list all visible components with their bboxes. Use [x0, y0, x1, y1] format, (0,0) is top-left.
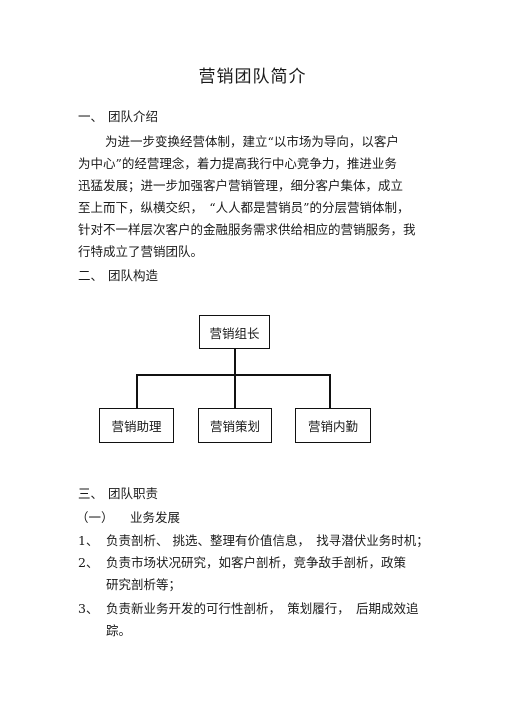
intro-line-4: 至上而下，纵横交织， “人人都是营销员”的分层营销体制， — [78, 200, 410, 215]
org-connector-root — [234, 349, 236, 375]
org-connector-left — [136, 374, 138, 409]
section-1-number: 一、 — [78, 109, 104, 124]
duty-3-line-1: 负责新业务开发的可行性剖析， 策划履行， 后期成效追 — [106, 601, 419, 616]
org-root-box: 营销组长 — [199, 315, 270, 349]
subsection-number: （一） — [76, 510, 114, 525]
duty-2-number: 2、 — [78, 555, 99, 570]
duty-1-line-1: 负责剖析、 挑选、整理有价值信息， 找寻潜伏业务时机； — [106, 533, 429, 548]
duty-3-line-2: 踪。 — [106, 623, 132, 638]
org-connector-horizontal — [136, 374, 330, 376]
intro-line-3: 迅猛发展；进一步加强客户营销管理，细分客户集体，成立 — [78, 178, 404, 193]
section-3-number: 三、 — [78, 486, 104, 501]
org-child-box-2: 营销策划 — [198, 408, 272, 443]
duty-2-line-1: 负责市场状况研究，如客户剖析，竞争敌手剖析，政策 — [106, 555, 407, 570]
page-title: 营销团队简介 — [198, 67, 307, 87]
duty-2-line-2: 研究剖析等； — [106, 577, 182, 592]
section-3-heading: 团队职责 — [108, 486, 159, 501]
section-2-heading: 团队构造 — [108, 268, 159, 283]
duty-3-number: 3、 — [78, 601, 99, 616]
duty-1-number: 1、 — [78, 533, 99, 548]
org-child-box-1: 营销助理 — [99, 408, 174, 443]
subsection-heading: 业务发展 — [130, 510, 181, 525]
org-connector-middle — [234, 374, 236, 409]
section-1-heading: 团队介绍 — [108, 109, 159, 124]
org-child-box-3: 营销内勤 — [295, 408, 371, 443]
intro-line-2: 为中心”的经营理念，着力提高我行中心竞争力，推进业务 — [78, 156, 397, 171]
section-2-number: 二、 — [78, 268, 104, 283]
intro-line-1: 为进一步变换经营体制，建立“以市场为导向，以客户 — [105, 134, 399, 149]
org-connector-right — [329, 374, 331, 409]
intro-line-6: 行特成立了营销团队。 — [78, 244, 204, 259]
intro-line-5: 针对不一样层次客户的金融服务需求供给相应的营销服务，我 — [78, 222, 416, 237]
